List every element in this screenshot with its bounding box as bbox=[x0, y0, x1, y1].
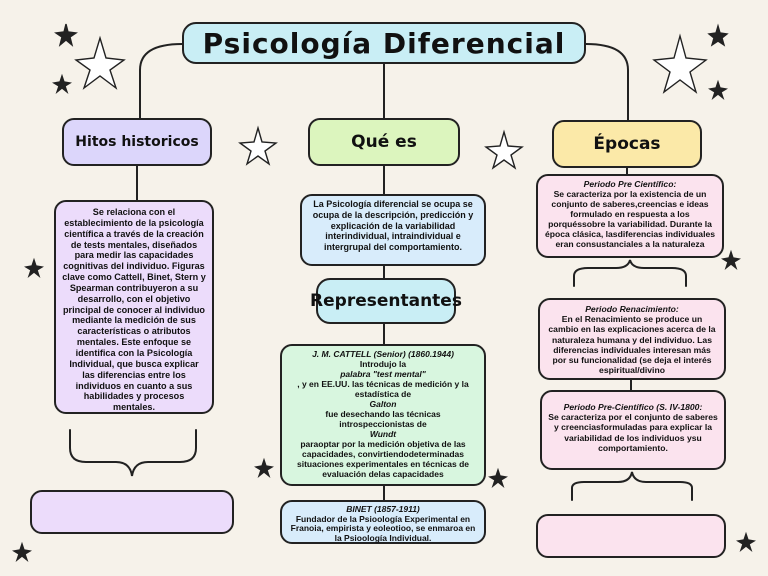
connector-title-hitos bbox=[139, 43, 183, 119]
hitos-heading: Hitos historicos bbox=[62, 118, 212, 166]
empty-box-hitos bbox=[30, 490, 234, 534]
epoca-pre-cientifico-card: Periodo Pre Científico: Se caracteriza p… bbox=[536, 174, 724, 258]
star-icon bbox=[74, 35, 126, 90]
bracket-epocas-1 bbox=[573, 259, 687, 287]
star-icon bbox=[488, 467, 508, 489]
epoca-pre-cientifico-sIV-card: Periodo Pre-Científico (S. IV-1800: Se c… bbox=[540, 390, 726, 470]
epoca-title: Periodo Pre Científico: bbox=[583, 179, 677, 189]
star-icon bbox=[52, 73, 72, 95]
star-icon bbox=[721, 249, 741, 271]
binet-card: BINET (1857-1911) Fundador de la Psioolo… bbox=[280, 500, 486, 544]
hitos-text: Se relaciona con el establecimiento de l… bbox=[54, 200, 214, 414]
decorative-stars bbox=[12, 23, 756, 563]
que-es-heading: Qué es bbox=[308, 118, 460, 166]
star-icon bbox=[24, 257, 44, 279]
star-icon bbox=[12, 541, 32, 563]
epoca-text: Se caracteriza por el conjunto de sabere… bbox=[548, 412, 718, 453]
star-icon bbox=[708, 79, 728, 101]
cattell-card: J. M. CATTELL (Senior) (1860.1944) Intro… bbox=[280, 344, 486, 486]
star-icon bbox=[238, 125, 278, 166]
epoca-text: En el Renacimiento se produce un cambio … bbox=[548, 314, 716, 376]
que-es-text: La Psicología diferencial se ocupa se oc… bbox=[300, 194, 486, 266]
bracket-epocas-2 bbox=[571, 471, 693, 501]
cattell-line: Wundt bbox=[369, 429, 397, 439]
cattell-title: J. M. CATTELL (Senior) (1860.1944) bbox=[312, 349, 454, 359]
cattell-line: Galton bbox=[369, 399, 397, 409]
star-icon bbox=[707, 23, 729, 47]
epoca-text: Se caracteriza por la existencia de un c… bbox=[544, 189, 716, 249]
star-icon bbox=[254, 457, 274, 479]
connector-title-epocas bbox=[585, 43, 629, 121]
epoca-renacimiento-card: Periodo Renacimiento: En el Renacimiento… bbox=[538, 298, 726, 380]
epocas-heading: Épocas bbox=[552, 120, 702, 168]
cattell-line: fue desechando las técnicas introspeccio… bbox=[325, 409, 441, 429]
cattell-line: , y en EE.UU. las técnicas de medición y… bbox=[297, 379, 469, 399]
empty-box-epocas bbox=[536, 514, 726, 558]
star-icon bbox=[54, 23, 78, 47]
epoca-title: Periodo Renacimiento: bbox=[585, 304, 679, 314]
binet-title: BINET (1857-1911) bbox=[346, 504, 420, 514]
bracket-hitos bbox=[69, 429, 197, 477]
binet-text: Fundador de la Psioología Experimental e… bbox=[290, 513, 476, 543]
cattell-line: paraoptar por la medición objetiva de la… bbox=[297, 439, 469, 479]
cattell-line: Introdujo la bbox=[359, 359, 407, 369]
representantes-heading: Representantes bbox=[310, 278, 462, 324]
star-icon bbox=[652, 33, 708, 94]
cattell-line: palabra "test mental" bbox=[340, 369, 426, 379]
page-title: Psicología Diferencial bbox=[182, 22, 586, 64]
epoca-title: Periodo Pre-Científico (S. IV-1800: bbox=[563, 402, 703, 412]
star-icon bbox=[484, 129, 524, 170]
star-icon bbox=[736, 531, 756, 553]
